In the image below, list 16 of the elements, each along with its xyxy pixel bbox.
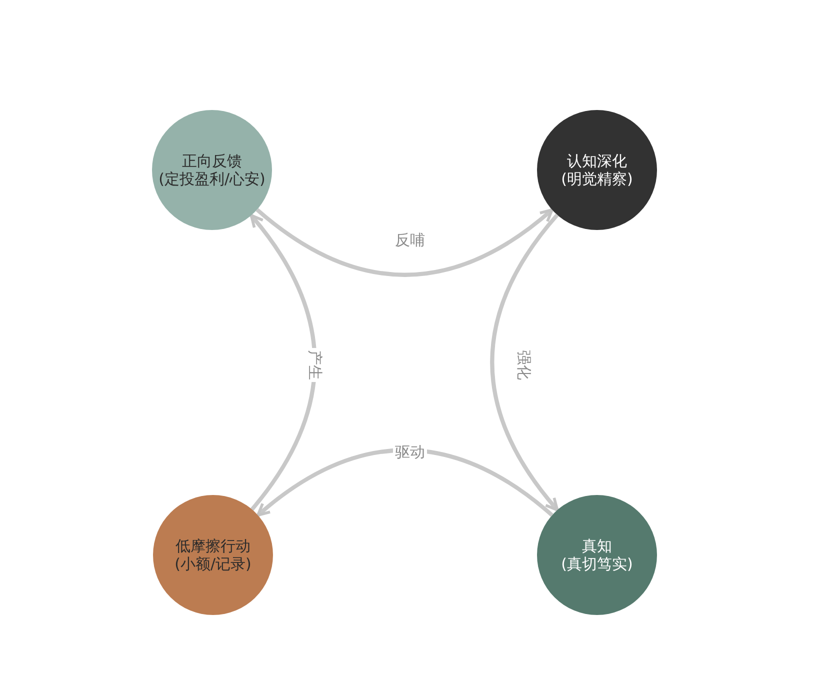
edge-label: 驱动 [393, 443, 427, 461]
arrow [490, 214, 559, 512]
edge-label: 反哺 [393, 231, 427, 249]
node-title: 认知深化 [567, 152, 627, 170]
arrow [256, 448, 554, 517]
node-subtitle: (小额/记录) [174, 555, 252, 573]
node-subtitle: (明觉精察) [561, 170, 633, 188]
node-subtitle: (定投盈利/心安) [158, 170, 266, 188]
edge-label: 强化 [515, 348, 533, 382]
edge-label: 产生 [306, 348, 324, 382]
node-subtitle: (真切笃实) [561, 555, 633, 573]
arrow [250, 214, 317, 511]
node-title: 低摩擦行动 [176, 537, 250, 555]
arrow [256, 208, 554, 277]
node-title: 真知 [582, 537, 612, 555]
node-title: 正向反馈 [182, 152, 242, 170]
